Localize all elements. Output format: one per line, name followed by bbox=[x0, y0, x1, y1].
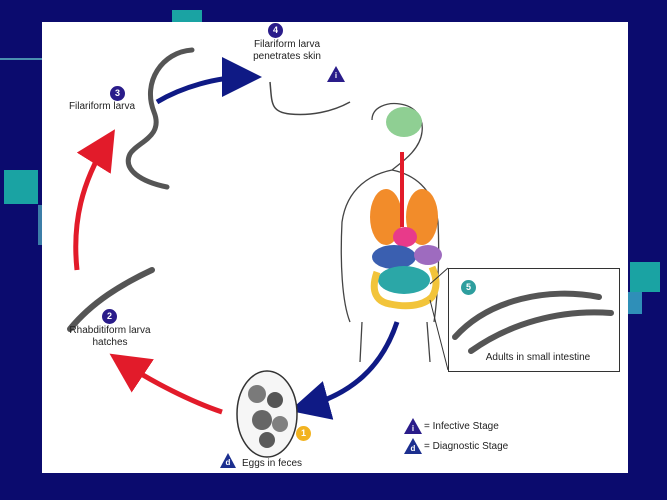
arrow-body-to-eggs bbox=[289, 321, 400, 420]
legend-diagnostic-text: = Diagnostic Stage bbox=[424, 441, 509, 452]
heart bbox=[393, 227, 417, 247]
legend-infective-badge-letter: i bbox=[411, 424, 415, 433]
stage-5-badge: 5 bbox=[461, 280, 476, 295]
stage-1-badge: 1 bbox=[296, 426, 311, 441]
adults-in-small-intestine-inset bbox=[448, 268, 620, 372]
accent-bar-right bbox=[628, 292, 642, 314]
stage-1-caption: Eggs in feces bbox=[241, 458, 303, 469]
accent-square-left bbox=[4, 170, 38, 204]
life-cycle-diagram: 4 Filariform larva penetrates skin i 3 F… bbox=[42, 22, 628, 473]
accent-bar-left bbox=[38, 205, 44, 245]
brain bbox=[386, 107, 422, 137]
egg-cell-b bbox=[267, 392, 283, 408]
stage-4-badge: 4 bbox=[268, 23, 283, 38]
stage-2-badge: 2 bbox=[102, 309, 117, 324]
foot-skin bbox=[269, 81, 351, 116]
egg-cell-a bbox=[248, 385, 266, 403]
accent-line-top bbox=[0, 58, 45, 60]
infective-stage-badge bbox=[327, 66, 345, 82]
rhabditiform-larva-worm bbox=[67, 267, 155, 332]
liver bbox=[372, 245, 416, 269]
arrow-eggs-to-rhabditiform bbox=[109, 353, 223, 415]
diagnostic-stage-badge-letter: d bbox=[225, 458, 231, 467]
stage-3-badge: 3 bbox=[110, 86, 125, 101]
legend-diagnostic-badge bbox=[404, 438, 422, 454]
left-lung bbox=[370, 189, 402, 245]
stage-5-caption: Adults in small intestine bbox=[485, 352, 591, 363]
infective-stage-badge-letter: i bbox=[334, 71, 338, 80]
egg-cell-d bbox=[272, 416, 288, 432]
filariform-larva-worm bbox=[125, 47, 195, 190]
stage-2-caption-line1: Rhabditiform larva bbox=[69, 325, 151, 336]
stage-4-caption-line2: penetrates skin bbox=[253, 51, 321, 62]
accent-square-right bbox=[630, 262, 660, 292]
arrow-filariform-to-skin bbox=[155, 57, 262, 105]
legend-infective-text: = Infective Stage bbox=[424, 421, 499, 432]
accent-square-top bbox=[172, 10, 202, 24]
human-body-outline bbox=[340, 102, 440, 363]
legend-diagnostic-badge-letter: d bbox=[410, 444, 416, 453]
stage-3-caption: Filariform larva bbox=[68, 101, 136, 112]
stage-2-caption-line2: hatches bbox=[92, 337, 128, 348]
small-intestine bbox=[378, 266, 430, 294]
adult-worms-drawing bbox=[452, 290, 614, 354]
egg-cell-e bbox=[259, 432, 275, 448]
legend-infective-badge bbox=[404, 418, 422, 434]
arrow-rhabditiform-to-filariform bbox=[73, 129, 115, 271]
diagram-artwork bbox=[67, 47, 449, 458]
diagnostic-stage-badge bbox=[220, 453, 236, 468]
egg-cell-c bbox=[252, 410, 272, 430]
stomach bbox=[414, 245, 442, 265]
zoom-line-top bbox=[429, 267, 449, 285]
zoom-line-bottom bbox=[429, 299, 449, 371]
stage-4-caption-line1: Filariform larva bbox=[253, 39, 321, 50]
